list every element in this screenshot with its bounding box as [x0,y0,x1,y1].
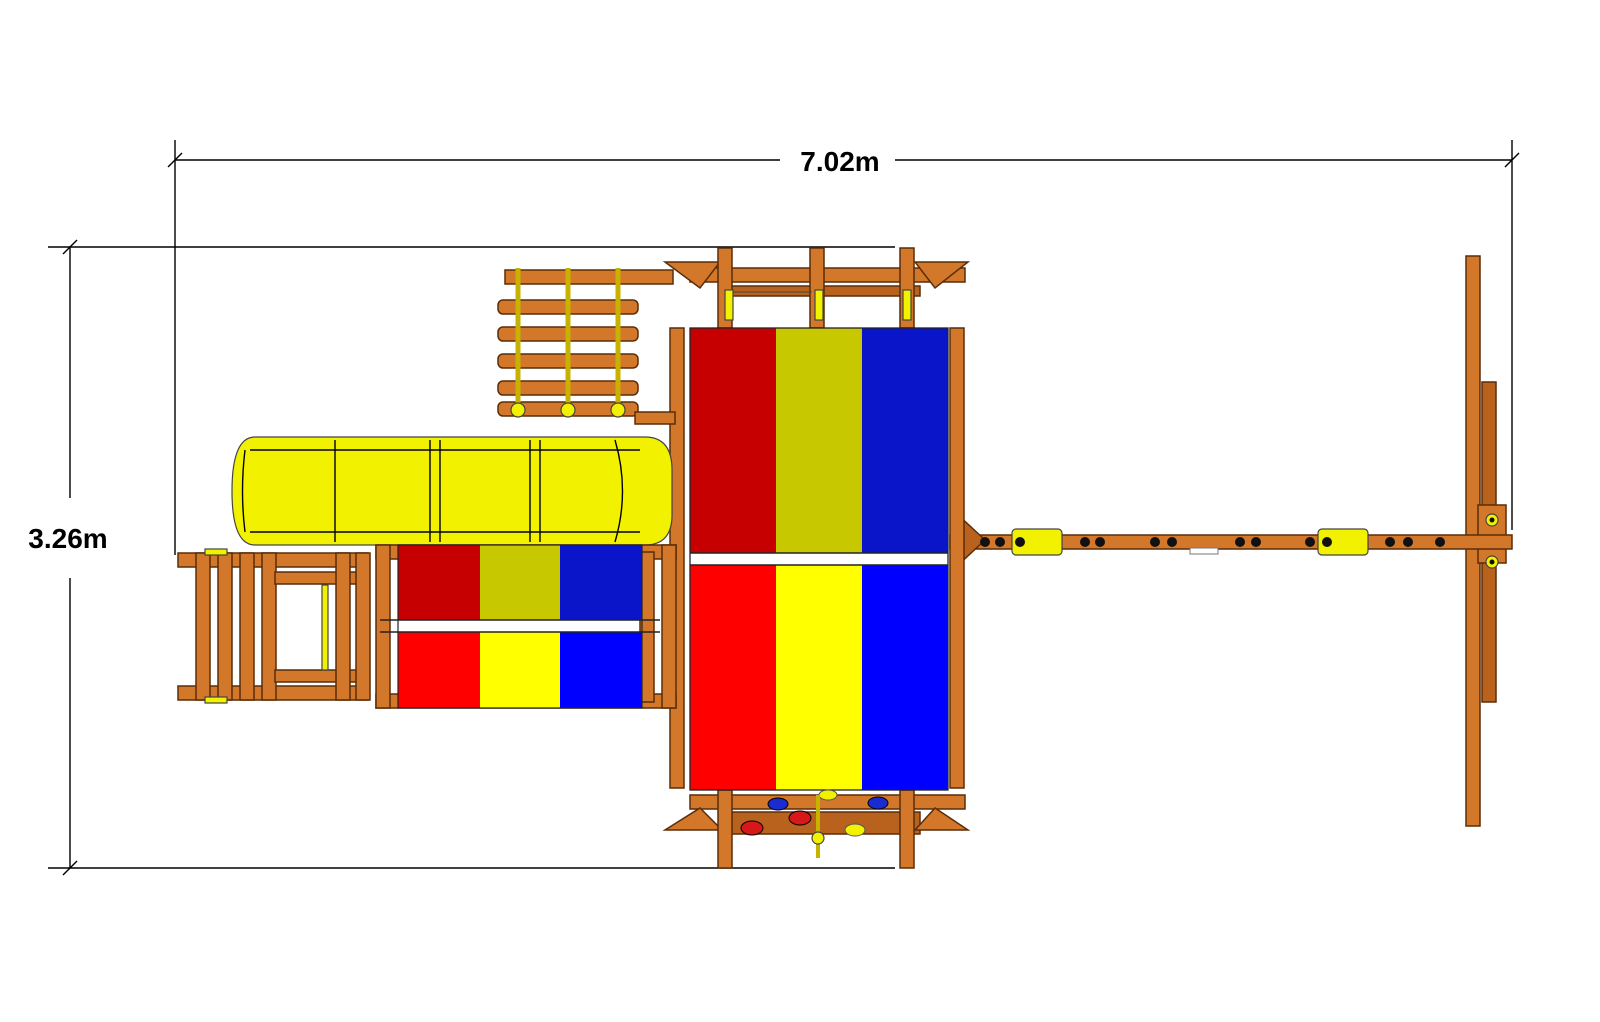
width-label: 7.02m [800,146,879,177]
entry-ladder [177,548,371,704]
swing-beam [949,510,1513,570]
ladder-ropes [510,268,626,418]
swing-hangers [980,537,1445,547]
small-tower-roof [380,544,660,709]
width-dimension: 7.02m [167,140,1520,555]
rock-wall [740,789,889,858]
rope-ladder [497,268,676,425]
height-label: 3.26m [28,523,107,554]
main-tower-frame [662,247,971,869]
main-tower-roof [689,327,949,791]
tube-slide [231,436,673,546]
height-dimension: 3.26m [28,239,895,876]
